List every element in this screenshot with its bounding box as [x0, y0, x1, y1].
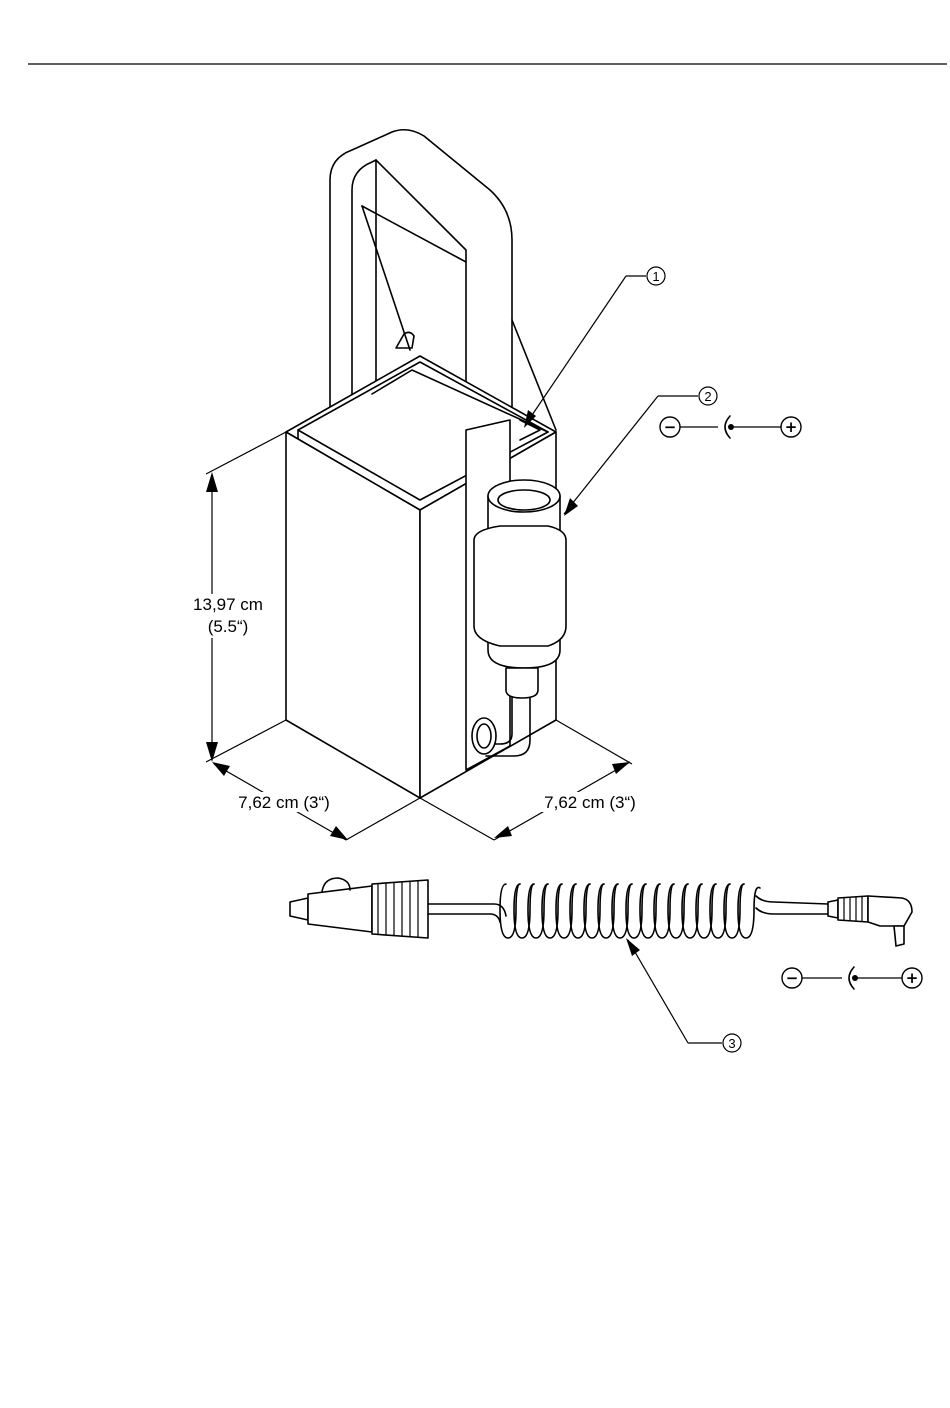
depth-right-label: 7,62 cm (3“): [544, 793, 636, 812]
depth-left-label: 7,62 cm (3“): [238, 793, 330, 812]
polarity-symbol-socket: − +: [660, 416, 801, 438]
height-imperial-label: (5.5“): [208, 617, 249, 636]
minus-sign: −: [786, 969, 799, 987]
callout-1-number: 1: [652, 269, 659, 284]
plus-sign: +: [785, 418, 798, 436]
callout-2-leader: [564, 396, 698, 516]
callout-3-number: 3: [728, 1036, 735, 1051]
callout-1-leader: [524, 276, 646, 428]
height-metric-label: 13,97 cm: [193, 595, 263, 614]
callout-2-number: 2: [704, 389, 711, 404]
plus-sign: +: [906, 969, 919, 987]
callout-3-leader: [626, 938, 722, 1043]
minus-sign: −: [664, 418, 677, 436]
battery-pack-illustration: [286, 130, 566, 798]
car-adapter-cable: [290, 878, 912, 946]
polarity-symbol-plug: − +: [782, 967, 922, 989]
coiled-cord: [500, 884, 760, 938]
